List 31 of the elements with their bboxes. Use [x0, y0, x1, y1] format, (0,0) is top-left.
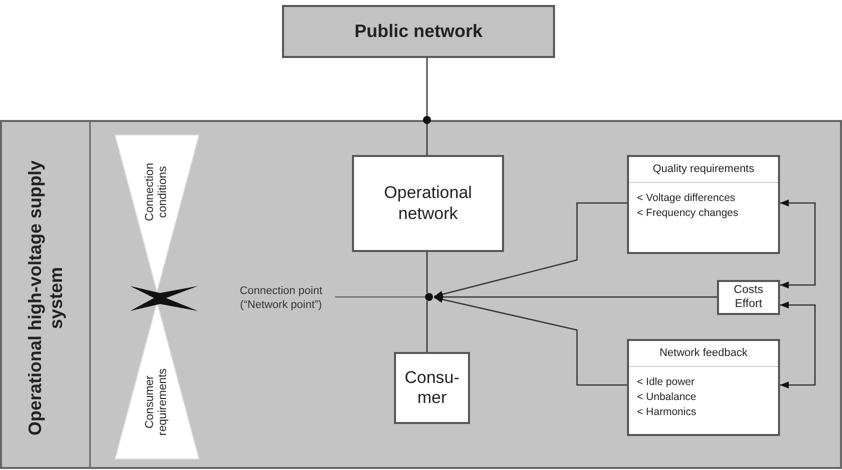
point-label: Connection point (“Network point”) — [238, 285, 324, 312]
list-item: < Idle power — [636, 375, 696, 388]
box-label: Operational network — [383, 183, 473, 224]
box-label: Consu- mer — [404, 368, 460, 408]
system-band — [0, 120, 842, 469]
funnel-label: Consumer requirements — [142, 367, 170, 438]
band-title: Operational high-voltage supply system — [24, 159, 67, 438]
list-item: < Frequency changes — [636, 206, 740, 219]
box-heading: Quality requirements — [629, 157, 778, 183]
arrow — [434, 294, 717, 300]
process-box — [352, 155, 504, 252]
arrow — [780, 200, 816, 288]
arrow — [780, 302, 816, 388]
box-label: Costs Effort — [732, 284, 764, 312]
funnel-label: Connection conditions — [142, 162, 170, 224]
arrow — [434, 202, 627, 298]
list-box — [627, 339, 780, 436]
connector-line — [426, 58, 428, 155]
process-box — [394, 352, 470, 424]
list-item: < Unbalance — [636, 390, 698, 403]
process-box — [717, 280, 780, 315]
list-box — [627, 155, 780, 254]
list-item: < Harmonics — [636, 405, 698, 418]
arrow — [434, 296, 627, 386]
leader-line — [334, 296, 426, 298]
box-heading: Network feedback — [629, 341, 778, 367]
box-label: Public network — [353, 20, 484, 42]
connector-line — [426, 252, 428, 293]
list-item: < Voltage differences — [636, 191, 736, 204]
network-box — [282, 5, 555, 58]
connector-line — [426, 301, 428, 352]
